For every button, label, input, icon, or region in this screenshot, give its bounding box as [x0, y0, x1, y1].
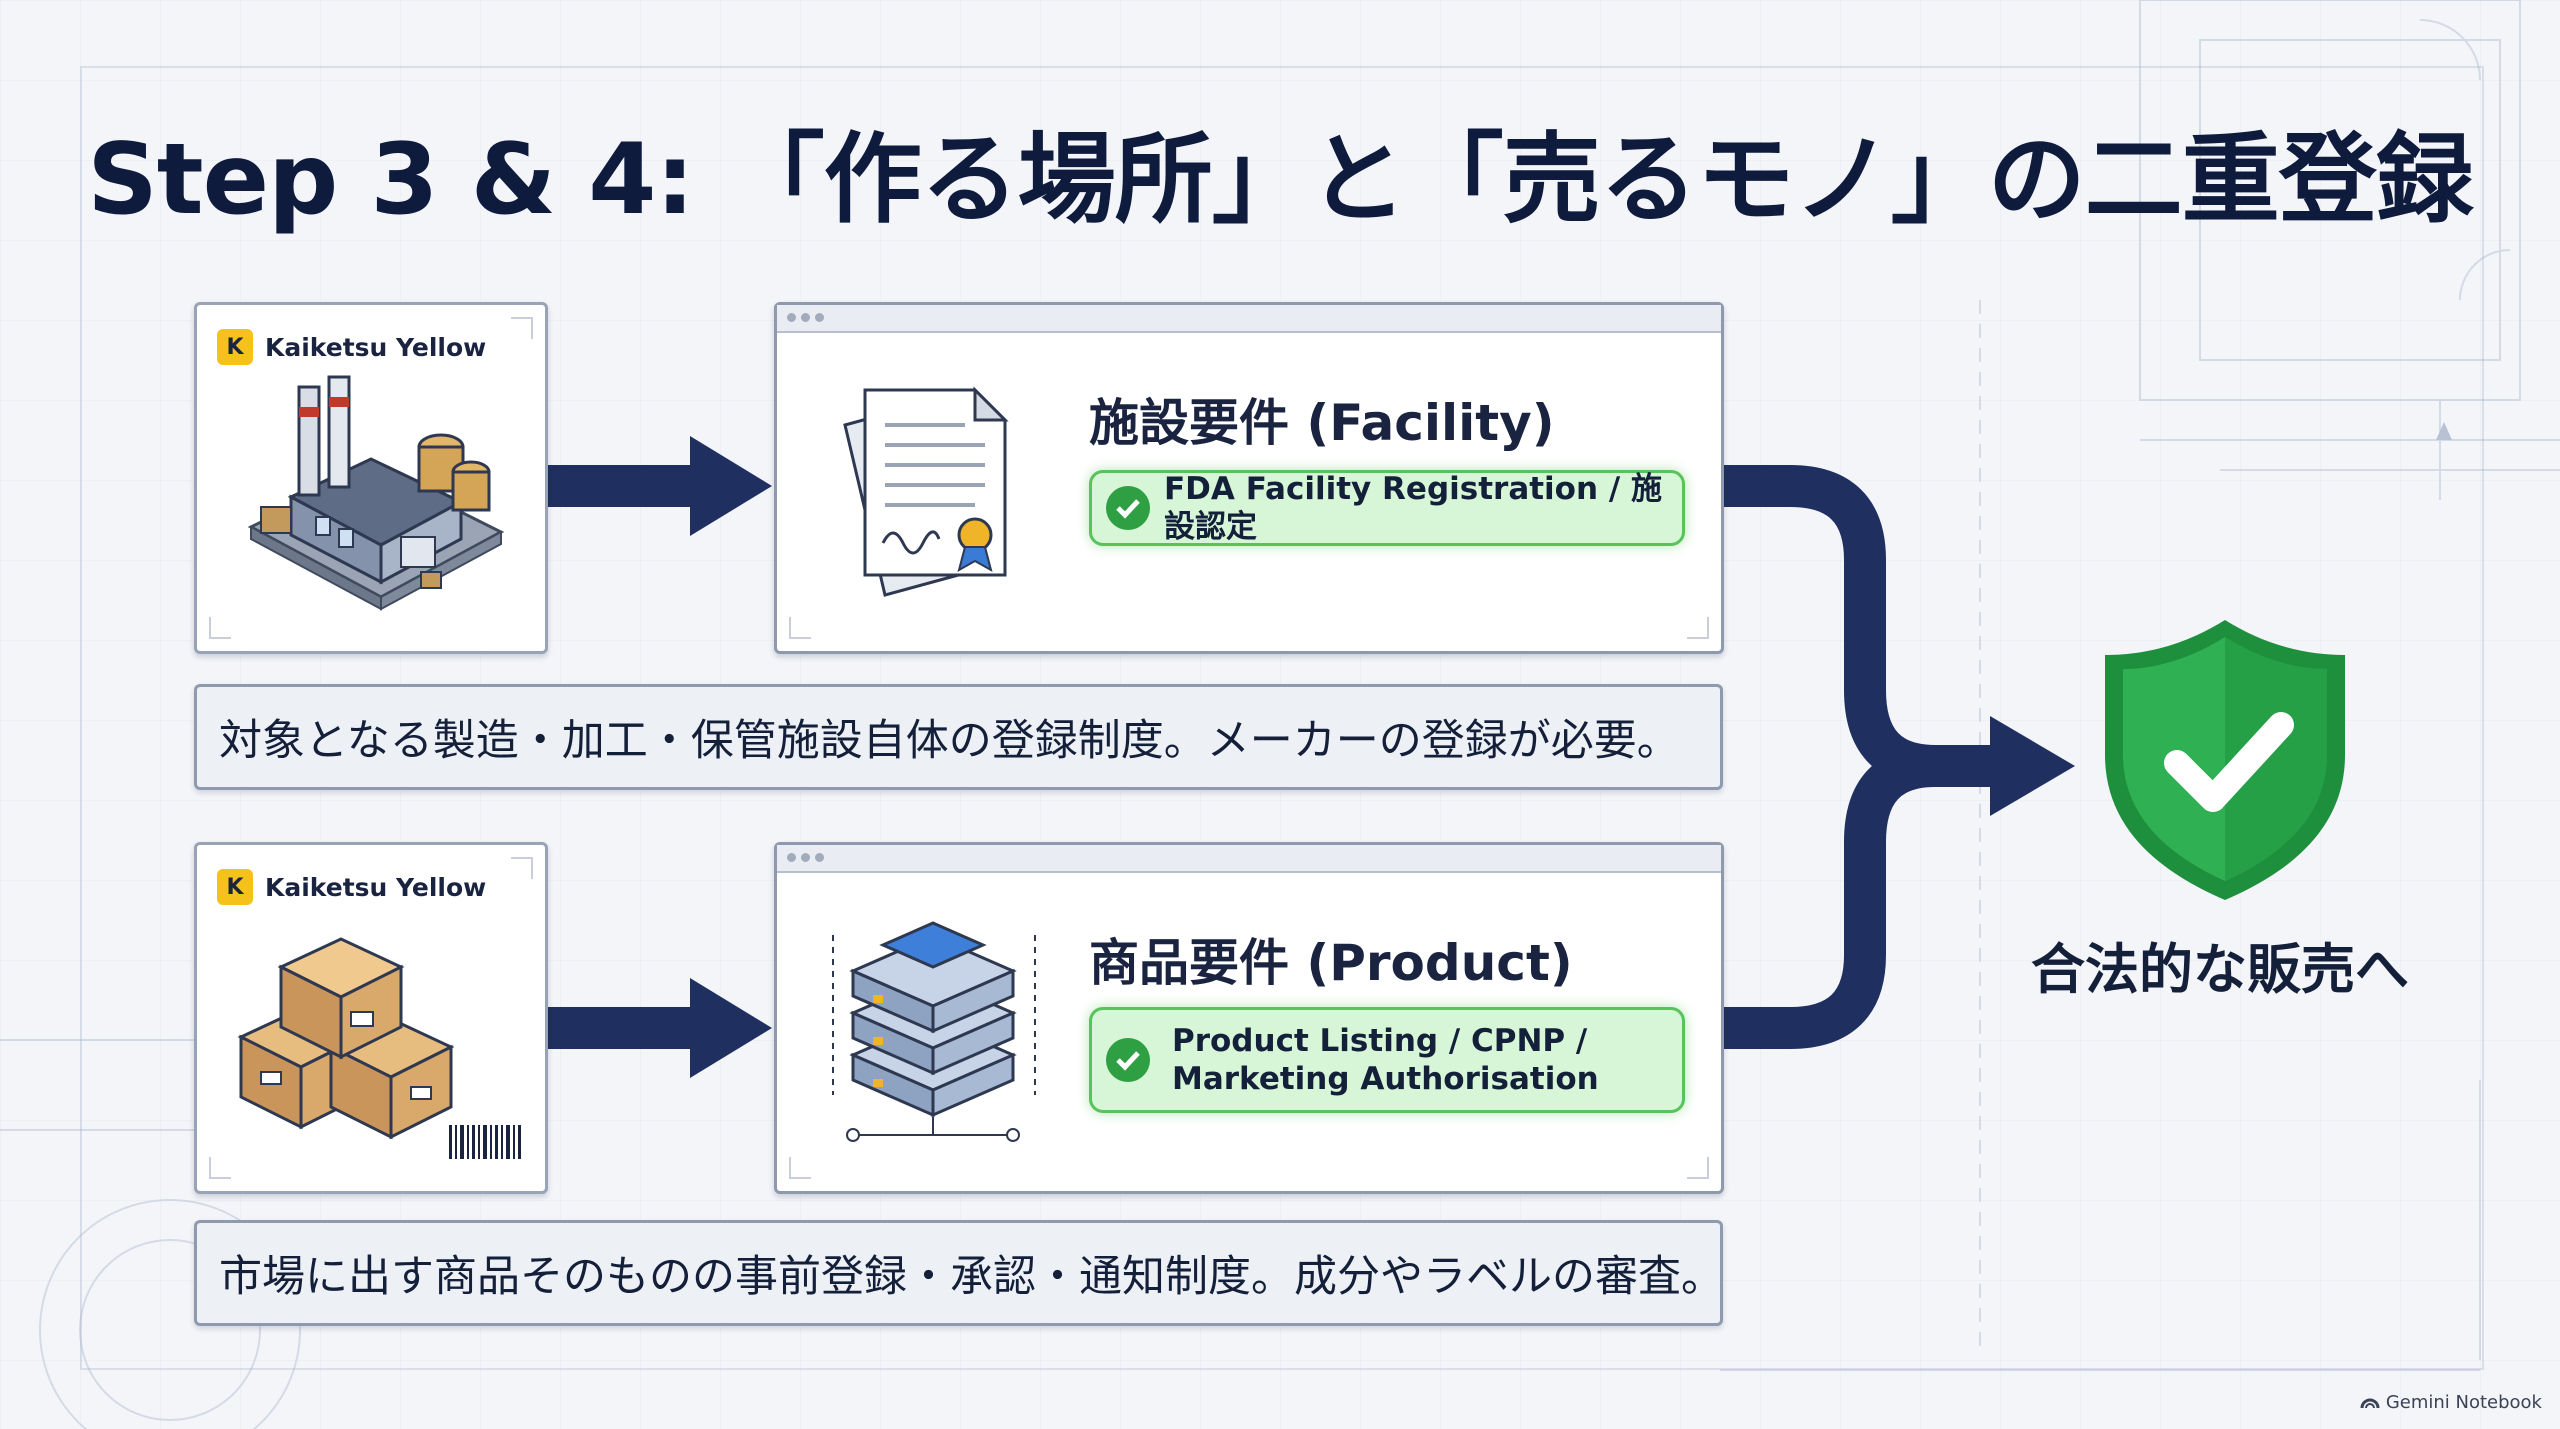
window-titlebar	[777, 845, 1721, 873]
shield-check-icon	[2105, 620, 2345, 900]
facility-heading: 施設要件 (Facility)	[1089, 394, 1555, 452]
certificate-document-icon	[843, 386, 1009, 597]
product-heading: 商品要件 (Product)	[1089, 934, 1573, 992]
corner-mark	[511, 857, 533, 879]
product-brand-card: K Kaiketsu Yellow	[194, 842, 548, 1194]
barcode-icon	[449, 1125, 521, 1159]
corner-mark	[789, 617, 811, 639]
facility-badge-text: FDA Facility Registration / 施設認定	[1164, 471, 1662, 545]
arrow-head-top	[690, 436, 772, 536]
arrow-shaft-top	[545, 465, 695, 507]
brand-label: K Kaiketsu Yellow	[217, 329, 486, 365]
boxes-icon	[237, 937, 455, 1140]
corner-mark	[209, 617, 231, 639]
facility-description: 対象となる製造・加工・保管施設自体の登録制度。メーカーの登録が必要。	[219, 716, 1680, 766]
brand-logo-icon: K	[217, 869, 253, 905]
brand-name: Kaiketsu Yellow	[265, 872, 487, 902]
corner-mark	[209, 1157, 231, 1179]
facility-brand-card: K Kaiketsu Yellow	[194, 302, 548, 654]
corner-mark	[1687, 1157, 1709, 1179]
facility-window: 施設要件 (Facility) FDA Facility Registratio…	[774, 302, 1724, 654]
product-window: 商品要件 (Product) Product Listing / CPNP / …	[774, 842, 1724, 1194]
corner-mark	[1687, 617, 1709, 639]
brand-label: K Kaiketsu Yellow	[217, 869, 486, 905]
arrow-head-bottom	[690, 978, 772, 1078]
merge-path-bottom	[1720, 745, 1936, 1049]
factory-icon	[247, 375, 505, 611]
corner-mark	[511, 317, 533, 339]
check-icon	[1106, 1038, 1150, 1082]
product-description: 市場に出す商品そのものの事前登録・承認・通知制度。成分やラベルの審査。	[219, 1252, 1724, 1302]
facility-description-box: 対象となる製造・加工・保管施設自体の登録制度。メーカーの登録が必要。	[194, 684, 1723, 790]
facility-badge: FDA Facility Registration / 施設認定	[1089, 470, 1685, 546]
footer-watermark: Gemini Notebook	[2360, 1392, 2542, 1413]
window-titlebar	[777, 305, 1721, 333]
brand-logo-icon: K	[217, 329, 253, 365]
check-icon	[1106, 486, 1150, 530]
merge-path-top	[1720, 465, 1995, 787]
product-badge: Product Listing / CPNP / Marketing Autho…	[1089, 1007, 1685, 1113]
page-title: Step 3 & 4: 「作る場所」と「売るモノ」の二重登録	[87, 123, 2474, 237]
footer-label: Gemini Notebook	[2385, 1392, 2542, 1413]
slide-frame	[80, 66, 2484, 1370]
arrow-shaft-bottom	[545, 1007, 695, 1049]
corner-mark	[789, 1157, 811, 1179]
brand-name: Kaiketsu Yellow	[265, 332, 487, 362]
product-badge-line2: Marketing Authorisation	[1172, 1061, 1599, 1097]
product-badge-line1: Product Listing / CPNP /	[1172, 1023, 1588, 1059]
outcome-label: 合法的な販売へ	[2031, 938, 2409, 1001]
notebook-logo-icon	[2360, 1398, 2380, 1408]
server-database-icon	[832, 921, 1036, 1142]
arrow-head-merge	[1990, 716, 2075, 816]
product-description-box: 市場に出す商品そのものの事前登録・承認・通知制度。成分やラベルの審査。	[194, 1220, 1724, 1326]
